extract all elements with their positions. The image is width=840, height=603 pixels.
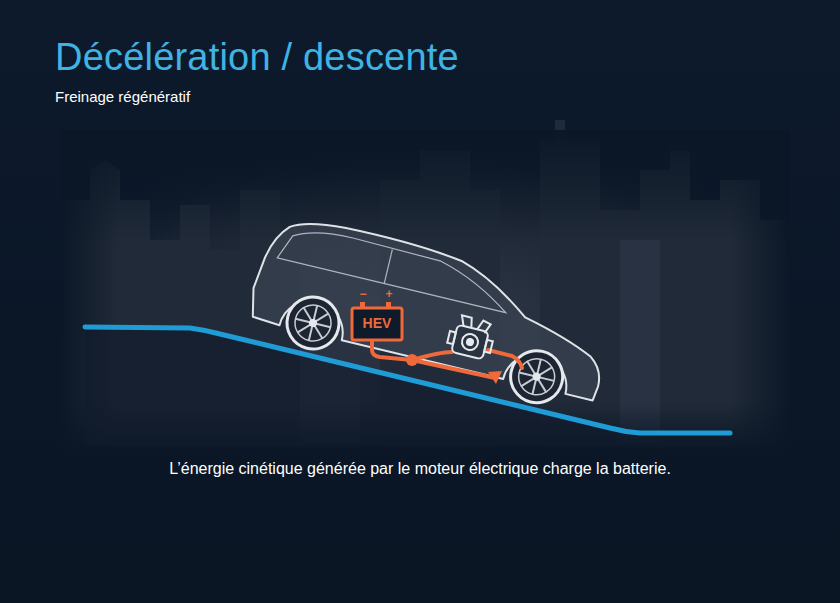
battery-label: HEV (354, 315, 400, 331)
subtitle: Freinage régénératif (55, 88, 190, 105)
junction-dot (406, 354, 418, 366)
battery-icon (352, 302, 402, 340)
caption: L’énergie cinétique générée par le moteu… (0, 460, 840, 478)
battery-minus: − (354, 287, 372, 301)
arrow-head (488, 371, 502, 384)
motor-icon (445, 314, 497, 361)
page-title: Décélération / descente (55, 36, 459, 79)
battery-plus: + (380, 287, 398, 301)
city-silhouette (60, 120, 790, 450)
car (243, 210, 621, 417)
